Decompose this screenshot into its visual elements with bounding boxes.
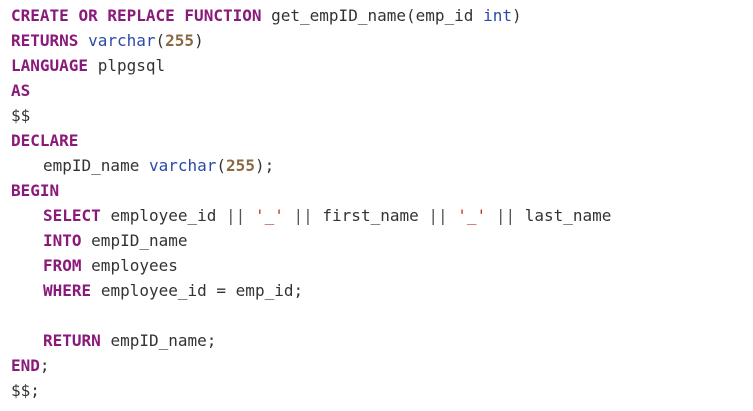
dollar-quote: $$; xyxy=(11,381,40,400)
keyword: BEGIN xyxy=(11,181,60,200)
keyword: OR xyxy=(78,6,98,25)
identifier: first_name xyxy=(322,206,419,225)
code-line-13-blank xyxy=(11,303,611,328)
code-line-5: $$ xyxy=(11,103,611,128)
keyword: SELECT xyxy=(43,206,101,225)
code-line-14: RETURN empID_name; xyxy=(11,328,611,353)
code-line-1: CREATE OR REPLACE FUNCTION get_empID_nam… xyxy=(11,3,611,28)
paren: ( xyxy=(155,31,166,50)
semicolon: ; xyxy=(39,356,50,375)
keyword: WHERE xyxy=(43,281,92,300)
number-literal: 255 xyxy=(165,31,195,50)
identifier: empID_name; xyxy=(110,331,217,350)
keyword: RETURN xyxy=(43,331,101,350)
string-literal: '_' xyxy=(457,206,487,225)
type-name: varchar xyxy=(88,31,156,50)
paren: ( xyxy=(216,156,227,175)
keyword: FUNCTION xyxy=(184,6,262,25)
identifier: last_name xyxy=(524,206,612,225)
operator: || xyxy=(428,206,448,225)
code-line-2: RETURNS varchar(255) xyxy=(11,28,611,53)
sql-code-block: CREATE OR REPLACE FUNCTION get_empID_nam… xyxy=(11,3,611,403)
code-line-9: SELECT employee_id || '_' || first_name … xyxy=(11,203,611,228)
code-line-7: empID_name varchar(255); xyxy=(11,153,611,178)
code-line-16: $$; xyxy=(11,378,611,403)
function-signature: get_empID_name(emp_id xyxy=(271,6,474,25)
keyword: AS xyxy=(11,81,31,100)
string-literal: '_' xyxy=(254,206,284,225)
keyword: END xyxy=(11,356,40,375)
condition: employee_id = emp_id; xyxy=(100,281,304,300)
number-literal: 255 xyxy=(226,156,255,175)
operator: || xyxy=(495,206,516,225)
identifier: empID_name xyxy=(43,156,140,175)
code-line-6: DECLARE xyxy=(11,128,611,153)
paren: ) xyxy=(194,31,204,50)
keyword: CREATE xyxy=(11,6,69,25)
code-line-12: WHERE employee_id = emp_id; xyxy=(11,278,611,303)
identifier: plpgsql xyxy=(97,56,166,75)
paren: ); xyxy=(254,156,275,175)
keyword: FROM xyxy=(43,256,82,275)
code-line-3: LANGUAGE plpgsql xyxy=(11,53,611,78)
type-name: int xyxy=(483,6,512,25)
identifier: employee_id xyxy=(110,206,217,225)
identifier: employees xyxy=(91,256,178,275)
keyword: INTO xyxy=(43,231,82,250)
keyword: RETURNS xyxy=(11,31,79,50)
code-line-10: INTO empID_name xyxy=(11,228,611,253)
code-line-4: AS xyxy=(11,78,611,103)
type-name: varchar xyxy=(148,156,217,175)
keyword: DECLARE xyxy=(11,131,79,150)
operator: || xyxy=(293,206,313,225)
keyword: REPLACE xyxy=(107,6,175,25)
code-line-15: END; xyxy=(11,353,611,378)
operator: || xyxy=(226,206,246,225)
identifier: empID_name xyxy=(91,231,188,250)
dollar-quote: $$ xyxy=(11,106,31,125)
paren: ) xyxy=(511,6,522,25)
code-line-8: BEGIN xyxy=(11,178,611,203)
code-line-11: FROM employees xyxy=(11,253,611,278)
keyword: LANGUAGE xyxy=(11,56,89,75)
